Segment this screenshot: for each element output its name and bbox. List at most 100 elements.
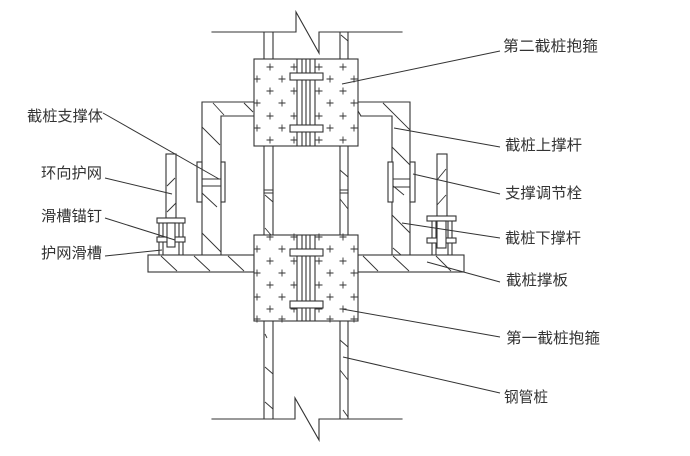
- right-guard-net-body: [436, 153, 448, 218]
- concrete-fill-mark: [350, 315, 358, 323]
- concrete-fill-mark: [326, 75, 334, 83]
- concrete-fill-mark: [278, 99, 286, 107]
- leader-line-pile-cut-lower-strut: [401, 222, 501, 239]
- concrete-fill-mark: [326, 99, 334, 107]
- concrete-fill-mark: [253, 269, 261, 277]
- left-bolt-outer-flange: [196, 161, 203, 203]
- pipe-wall-top-segment: [263, 31, 349, 60]
- concrete-fill-mark: [339, 257, 347, 265]
- concrete-fill-mark: [339, 136, 347, 144]
- leader-line-pile-cut-upper-strut: [393, 127, 501, 148]
- concrete-fill-mark: [315, 257, 323, 265]
- label-guard-net-slot: 护网滑槽: [41, 244, 102, 262]
- concrete-fill-mark: [278, 245, 286, 253]
- left-strut-outline: [201, 101, 255, 256]
- right-guard-net: [436, 153, 448, 218]
- right-strut-hatch: [382, 102, 411, 256]
- right-support-plate-body: [357, 254, 465, 273]
- label-slot-anchor-nail: 滑槽锚钉: [41, 207, 102, 225]
- leader-lines: [102, 50, 501, 394]
- upper-hoop-concrete-fill: [253, 63, 358, 144]
- concrete-fill-mark: [315, 112, 323, 120]
- concrete-fill-mark: [278, 124, 286, 132]
- concrete-fill-mark: [326, 124, 334, 132]
- concrete-fill-mark: [315, 281, 323, 289]
- leader-line-first-pile-cut-hoop: [341, 308, 501, 338]
- left-support-plate-body: [147, 254, 255, 273]
- concrete-fill-mark: [315, 87, 323, 95]
- leader-line-second-pile-cut-hoop: [341, 50, 501, 85]
- pipe-wall-bottom-segment: [263, 320, 349, 420]
- concrete-fill-mark: [278, 75, 286, 83]
- left-strut: [201, 101, 255, 256]
- concrete-fill-mark: [278, 293, 286, 301]
- concrete-fill-mark: [266, 136, 274, 144]
- right-support-plate-hatch: [362, 255, 452, 272]
- left-guard-net-hatch: [166, 177, 177, 213]
- concrete-fill-mark: [290, 281, 298, 289]
- label-circumferential-guard-net: 环向护网: [41, 164, 102, 182]
- right-support-plate: [357, 254, 465, 273]
- concrete-fill-mark: [350, 293, 358, 301]
- upper-hoop-clamp-plate-bottom: [289, 124, 324, 133]
- concrete-fill-mark: [266, 305, 274, 313]
- upper-hoop-clamp-plate-top: [289, 72, 324, 81]
- concrete-fill-mark: [339, 112, 347, 120]
- leader-line-pile-cut-support-body: [102, 112, 220, 180]
- second-pile-cut-hoop: [253, 58, 359, 147]
- left-support-plate: [147, 254, 255, 273]
- concrete-fill-mark: [253, 245, 261, 253]
- lower-hoop-concrete-fill: [253, 233, 358, 323]
- left-slot-upper-plate: [156, 217, 186, 224]
- concrete-fill-mark: [326, 245, 334, 253]
- concrete-fill-mark: [290, 112, 298, 120]
- concrete-fill-mark: [339, 281, 347, 289]
- left-guard-net-slot: [156, 217, 186, 256]
- right-slot-anchor-nail: [436, 220, 447, 249]
- pipe-wall-hatch: [264, 34, 349, 418]
- label-pile-cut-upper-strut: 截桩上撑杆: [505, 136, 582, 154]
- right-adjusting-bolt: [387, 161, 416, 203]
- right-bolt-inner-flange: [387, 161, 394, 203]
- concrete-fill-mark: [290, 63, 298, 71]
- label-pile-cut-support-body: 截桩支撑体: [27, 107, 103, 125]
- leader-line-pile-cut-support-plate: [426, 261, 501, 283]
- right-guard-net-hatch: [436, 168, 447, 206]
- left-strut-hatch: [201, 102, 254, 253]
- label-pile-cut-lower-strut: 截桩下撑杆: [505, 229, 581, 247]
- label-steel-pipe-pile: 钢管桩: [504, 388, 548, 406]
- concrete-fill-mark: [266, 233, 274, 241]
- lower-hoop-clamp-plate-bottom: [289, 300, 324, 309]
- label-first-pile-cut-hoop: 第一截桩抱箍: [506, 329, 600, 347]
- leader-line-slot-anchor-nail: [104, 217, 176, 241]
- concrete-fill-mark: [290, 257, 298, 265]
- steel-pipe-pile: [263, 31, 349, 420]
- label-second-pile-cut-hoop: 第二截桩抱箍: [503, 37, 598, 55]
- concrete-fill-mark: [326, 293, 334, 301]
- lower-hoop-clamp-bolt: [296, 234, 316, 322]
- concrete-fill-mark: [350, 99, 358, 107]
- concrete-fill-mark: [266, 257, 274, 265]
- concrete-fill-mark: [253, 75, 261, 83]
- concrete-fill-mark: [266, 112, 274, 120]
- first-pile-cut-hoop: [253, 233, 359, 323]
- concrete-fill-mark: [339, 87, 347, 95]
- pipe-cut-joint: [263, 189, 349, 194]
- right-strut: [357, 101, 411, 256]
- left-support-plate-hatch: [160, 255, 245, 272]
- concrete-fill-mark: [339, 233, 347, 241]
- top-break-line: [211, 9, 403, 56]
- left-guard-net: [165, 153, 177, 219]
- label-support-adjusting-bolt: 支撑调节栓: [505, 184, 582, 202]
- left-bolt-inner-flange: [220, 161, 226, 203]
- concrete-fill-mark: [350, 245, 358, 253]
- concrete-fill-mark: [266, 87, 274, 95]
- upper-hoop-clamp-bolt: [296, 58, 316, 147]
- concrete-fill-mark: [350, 124, 358, 132]
- concrete-fill-mark: [315, 136, 323, 144]
- right-bolt-shank: [392, 178, 411, 188]
- bottom-break-line: [211, 395, 403, 443]
- leader-line-support-adjusting-bolt: [412, 173, 501, 195]
- concrete-fill-mark: [315, 233, 323, 241]
